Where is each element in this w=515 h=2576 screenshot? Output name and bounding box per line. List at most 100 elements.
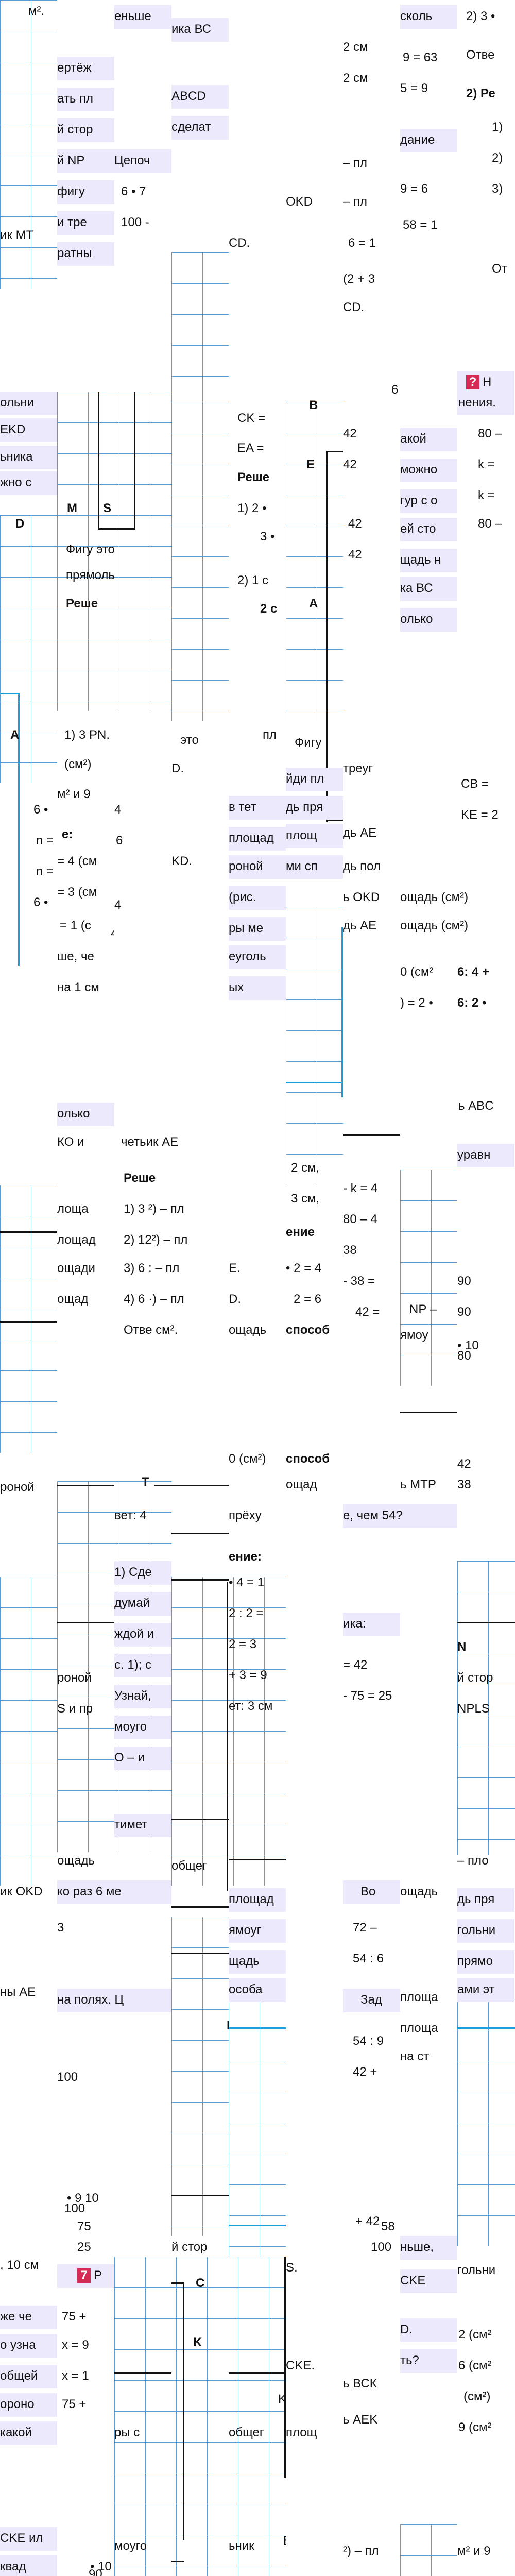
text-fragment: (см²): [464, 2389, 490, 2404]
text-fragment: ь OKD: [343, 890, 380, 905]
highlighted-text-tile: ика:: [343, 1613, 400, 1636]
text-fragment: способ: [286, 1452, 330, 1466]
text-fragment: Фигу это: [66, 543, 114, 557]
fragment-text: 90: [457, 1305, 471, 1319]
highlighted-text-tile: тимет: [114, 1814, 171, 1837]
text-fragment-tile: S: [57, 497, 114, 521]
text-fragment: можно: [400, 463, 437, 477]
fragment-text: ертёж: [57, 61, 92, 75]
text-fragment: 100: [57, 2070, 78, 2084]
text-fragment-tile: ение:: [229, 1546, 286, 1569]
text-fragment-tile: 2) 1 с: [229, 569, 286, 593]
text-fragment: 6: 2 •: [457, 996, 486, 1010]
text-fragment-tile: четьик AE: [114, 1131, 229, 1155]
highlighted-text-tile: фигу: [57, 180, 114, 204]
text-fragment: S.: [286, 2261, 298, 2275]
diagram-line: [229, 2372, 286, 2374]
text-fragment-tile: прямольн: [57, 564, 114, 588]
text-fragment: моуго: [114, 1720, 147, 1734]
fragment-text: K: [193, 2335, 202, 2349]
text-fragment-tile: n =: [0, 860, 57, 884]
fragment-text: T: [142, 1475, 149, 1489]
text-fragment: КО и: [57, 1135, 84, 1149]
fragment-text: ороно: [0, 2397, 35, 2411]
text-fragment-tile: 75 +: [57, 2393, 114, 2417]
text-fragment: 3 см,: [291, 1192, 319, 1206]
text-fragment: гур с о: [400, 494, 438, 508]
highlighted-text-tile: олько: [57, 1103, 114, 1126]
highlighted-text-tile: о узна: [0, 2334, 57, 2358]
text-fragment: – пло: [457, 1854, 489, 1868]
text-fragment: м² и 9: [457, 2544, 491, 2558]
fragment-text: и тре: [57, 215, 87, 229]
text-fragment-tile: общег: [229, 2421, 286, 2445]
text-fragment-tile: 0 (см²: [400, 961, 457, 985]
text-fragment: 4: [114, 803, 121, 817]
text-fragment-tile: 58 = 1: [400, 214, 457, 238]
fragment-text: Фигу это: [66, 543, 114, 556]
text-fragment-tile: A: [286, 592, 343, 616]
text-fragment: с. 1); с: [114, 1658, 151, 1672]
text-fragment-tile: площ: [286, 2421, 343, 2445]
text-fragment-tile: x = 1: [57, 2365, 114, 2388]
fragment-text: щадь н: [400, 553, 441, 567]
fragment-text: с. 1); с: [114, 1658, 152, 1672]
fragment-text: ко раз 6 ме: [57, 1885, 122, 1899]
fragment-text: Р: [94, 2268, 102, 2282]
fragment-text: й стор: [171, 2240, 208, 2254]
text-fragment: Фигу: [295, 736, 321, 750]
fragment-text: N: [457, 1640, 467, 1654]
text-fragment: ²) – пл: [343, 2544, 379, 2558]
fragment-text: гольни: [457, 2263, 496, 2277]
text-fragment-tile: 4) 6 ·) – пл: [114, 1288, 229, 1312]
fragment-text: 6 см²,: [391, 383, 400, 397]
text-fragment: пл: [263, 728, 277, 742]
fragment-text: • 4 = 1: [229, 1575, 265, 1589]
text-fragment: ьник: [229, 2539, 254, 2553]
highlighted-text-tile: площад: [229, 1888, 286, 1912]
text-fragment: дь пол: [343, 859, 381, 874]
fragment-text: 1) 2 •: [237, 501, 267, 515]
highlighted-text-tile: Во: [343, 1880, 400, 1904]
highlighted-text-tile: можно: [400, 459, 457, 482]
highlighted-text-tile: уравн: [457, 1144, 514, 1167]
fragment-text: прямо: [457, 1954, 493, 1968]
grid-patch: [229, 1999, 286, 2257]
text-fragment: О – и: [114, 1751, 145, 1765]
text-fragment: K: [193, 2335, 202, 2350]
fragment-text: 6 • 7: [121, 184, 146, 198]
fragment-text: особа: [229, 1982, 263, 1996]
text-fragment-tile: ощадь (см²): [400, 886, 514, 910]
diagram-line: [284, 2257, 286, 2478]
text-fragment: дь AE: [343, 919, 376, 933]
grid-patch: [171, 1917, 229, 2236]
text-fragment-tile: роной: [0, 1476, 57, 1500]
fragment-text: CKE ил: [0, 2531, 43, 2545]
fragment-text: ощадь: [229, 1323, 266, 1337]
fragment-text: дь пря: [457, 1892, 495, 1906]
fragment-text: 90: [457, 1274, 471, 1288]
text-fragment: дь пря: [286, 800, 323, 815]
text-fragment-tile: 3): [457, 178, 514, 201]
text-fragment: 1) Сде: [114, 1565, 152, 1580]
text-fragment: CD.: [343, 300, 364, 315]
text-fragment: м² и 9: [57, 787, 91, 802]
fragment-text: ямоуг: [229, 1923, 262, 1937]
diagram-line: [171, 1906, 229, 1908]
fragment-text: способ: [286, 1323, 330, 1337]
text-fragment: ертёж: [57, 61, 92, 75]
text-fragment: роной: [229, 859, 263, 874]
fragment-text: x = 9: [62, 2338, 89, 2352]
fragment-text: E: [306, 457, 315, 471]
text-fragment: 80 –: [478, 427, 502, 441]
text-fragment-tile: 2 (см²: [457, 2324, 514, 2347]
text-fragment-tile: 100 -: [114, 211, 171, 235]
text-fragment-tile: 3 •: [229, 526, 286, 549]
text-fragment: четьик AE: [121, 1135, 178, 1149]
fragment-text: треуг: [343, 761, 373, 775]
fragment-text: CKE: [400, 2274, 426, 2287]
highlighted-text-tile: думай: [114, 1592, 171, 1616]
text-fragment: • 10: [90, 2560, 112, 2574]
text-fragment-tile: й стор: [171, 2236, 229, 2260]
